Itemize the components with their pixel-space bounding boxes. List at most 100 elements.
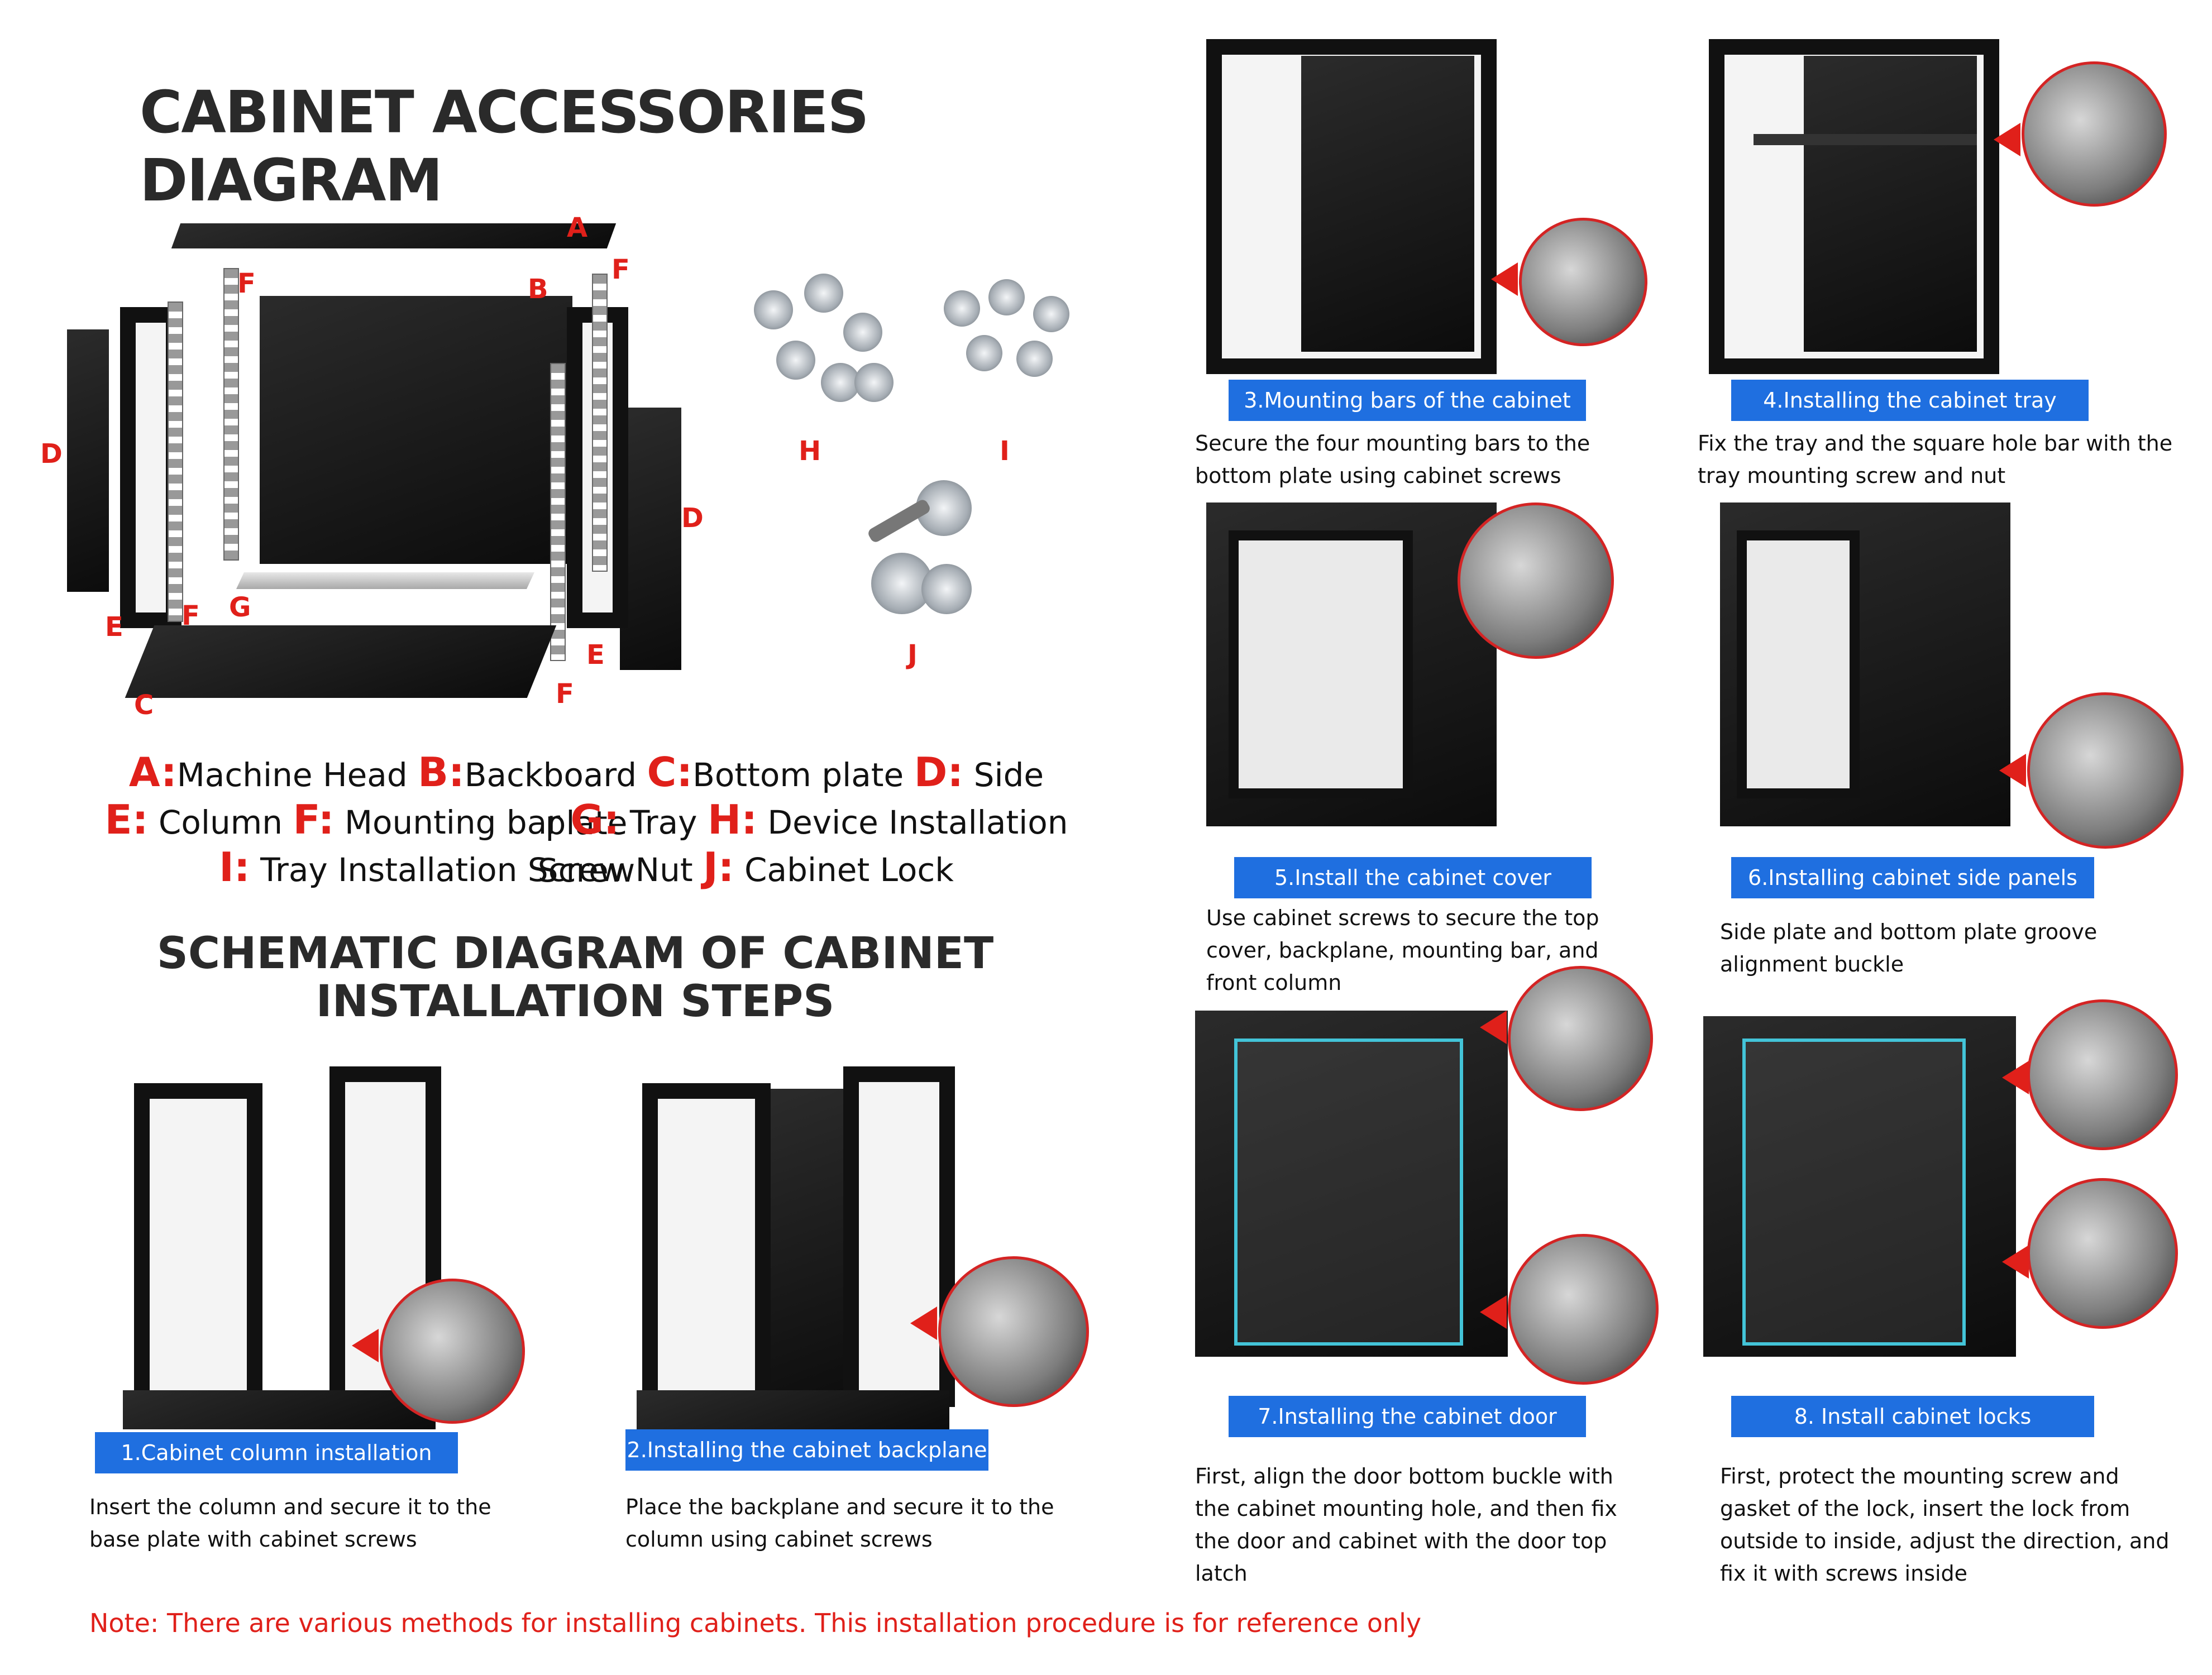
step-8-pointer-icon-top — [2002, 1061, 2029, 1094]
step-7-detail-circle-bottom — [1508, 1234, 1659, 1385]
step-8-label: 8. Install cabinet locks — [1731, 1396, 2094, 1437]
label-e-right: E — [586, 639, 605, 671]
step-8: 8. Install cabinet locks First, protect … — [1698, 966, 2200, 1591]
schematic-title-line-1: SCHEMATIC DIAGRAM OF CABINET — [156, 929, 994, 979]
step-3-backplane — [1301, 56, 1474, 352]
step-4: 4.Installing the cabinet tray Fix the tr… — [1698, 17, 2200, 497]
step-1-base — [123, 1390, 436, 1429]
part-mounting-bar-3 — [592, 274, 608, 572]
legend-key: C: — [647, 749, 693, 796]
schematic-title-line-2: INSTALLATION STEPS — [316, 977, 835, 1027]
legend-text: Device Installation Screw — [537, 803, 1068, 889]
step-7-glass-door — [1234, 1038, 1463, 1346]
label-d-left: D — [40, 438, 63, 470]
step-6-detail-circle — [2027, 692, 2184, 849]
part-side-plate-right — [620, 408, 681, 670]
step-8-detail-circle-top — [2027, 999, 2178, 1150]
lock-j — [854, 469, 1000, 636]
legend-text: Side plate — [545, 756, 1044, 842]
nuts-i — [927, 268, 1095, 402]
step-2-detail-circle — [938, 1256, 1089, 1407]
step-7-detail-circle-top — [1508, 966, 1653, 1111]
parts-legend-line-2: E: Column F: Mounting bar G: Tray H: Dev… — [84, 796, 1089, 894]
step-1-desc: Insert the column and secure it to the b… — [89, 1495, 491, 1552]
step-4-label: 4.Installing the cabinet tray — [1731, 380, 2089, 421]
part-mounting-bar-4 — [550, 363, 566, 661]
step-1-label: 1.Cabinet column installation — [95, 1432, 458, 1473]
screws-h — [743, 268, 905, 413]
step-6-desc: Side plate and bottom plate groove align… — [1720, 920, 2098, 977]
step-2: 2.Installing the cabinet backplane Place… — [620, 1066, 1100, 1569]
step-3-detail-circle — [1519, 218, 1647, 346]
legend-text: Mounting bar — [334, 803, 571, 841]
step-7-desc: First, align the door bottom buckle with… — [1195, 1464, 1617, 1586]
step-3-pointer-icon — [1491, 262, 1518, 296]
label-f-3: F — [181, 600, 200, 631]
step-8-glass-door — [1742, 1038, 1966, 1346]
step-8-desc: First, protect the mounting screw and ga… — [1720, 1464, 2170, 1586]
step-5-label: 5.Install the cabinet cover — [1234, 857, 1592, 898]
parts-illustration: A B C D D E E F F F F G H I J — [40, 212, 1117, 721]
legend-key: I: — [219, 844, 250, 891]
step-6: 6.Installing cabinet side panels Side pl… — [1698, 491, 2200, 994]
label-h: H — [799, 436, 821, 467]
part-mounting-bar-1 — [168, 302, 183, 622]
label-g: G — [229, 592, 251, 623]
parts-legend-line-3: I: Tray Installation Screw Nut J: Cabine… — [84, 843, 1089, 894]
step-1: 1.Cabinet column installation Insert the… — [89, 1066, 536, 1569]
legend-text: Cabinet Lock — [734, 851, 954, 889]
step-8-detail-circle-bottom — [2027, 1178, 2178, 1329]
legend-text: Column — [148, 803, 293, 841]
legend-text: Machine Head — [176, 756, 418, 794]
part-bottom-plate — [125, 625, 557, 698]
label-f-1: F — [237, 268, 256, 299]
step-3: 3.Mounting bars of the cabinet Secure th… — [1195, 17, 1670, 497]
step-4-pointer-icon — [1994, 123, 2020, 156]
step-3-label: 3.Mounting bars of the cabinet — [1229, 380, 1586, 421]
step-7-cabinet — [1195, 1011, 1508, 1357]
legend-key: H: — [707, 796, 757, 843]
step-2-desc: Place the backplane and secure it to the… — [625, 1495, 1054, 1552]
installation-note: Note: There are various methods for inst… — [89, 1608, 1422, 1638]
label-i: I — [1000, 436, 1010, 467]
step-6-pointer-icon — [1999, 754, 2026, 787]
step-7-pointer-icon-bottom — [1480, 1295, 1507, 1329]
schematic-title: SCHEMATIC DIAGRAM OF CABINET INSTALLATIO… — [145, 930, 1005, 1026]
accessories-title: CABINET ACCESSORIES DIAGRAM — [140, 78, 869, 214]
step-2-pointer-icon — [910, 1306, 937, 1340]
label-b: B — [528, 274, 548, 305]
part-side-plate-left — [67, 329, 109, 592]
step-2-label: 2.Installing the cabinet backplane — [625, 1429, 988, 1471]
legend-key: B: — [418, 749, 465, 796]
step-7: 7.Installing the cabinet door First, ali… — [1195, 966, 1670, 1591]
legend-text: Bottom plate — [692, 756, 914, 794]
part-mounting-bar-2 — [223, 268, 239, 561]
step-5: 5.Install the cabinet cover Use cabinet … — [1195, 491, 1670, 995]
step-1-pointer-icon — [352, 1329, 379, 1362]
step-5-open-front — [1229, 530, 1413, 798]
step-5-detail-circle — [1458, 502, 1614, 659]
step-8-pointer-icon-bottom — [2002, 1245, 2029, 1279]
part-backboard — [260, 296, 572, 564]
label-d-right: D — [681, 502, 704, 534]
part-tray — [236, 572, 534, 589]
label-a: A — [567, 212, 588, 243]
legend-key: J: — [703, 844, 734, 891]
step-5-desc: Use cabinet screws to secure the top cov… — [1206, 906, 1599, 995]
label-f-4: F — [556, 678, 574, 710]
legend-key: G: — [570, 796, 620, 843]
label-e-left: E — [105, 611, 123, 643]
step-4-tray — [1754, 134, 1977, 145]
legend-key: D: — [914, 749, 964, 796]
step-3-desc: Secure the four mounting bars to the bot… — [1195, 431, 1590, 488]
legend-key: A: — [128, 749, 177, 796]
step-7-label: 7.Installing the cabinet door — [1229, 1396, 1586, 1437]
step-6-label: 6.Installing cabinet side panels — [1731, 857, 2094, 898]
part-machine-head — [171, 223, 617, 248]
step-2-base — [637, 1390, 949, 1429]
legend-key: E: — [104, 796, 149, 843]
legend-text: Tray — [619, 803, 708, 841]
parts-legend-line-1: A:Machine Head B:Backboard C:Bottom plat… — [84, 748, 1089, 847]
step-1-frame-left — [134, 1083, 262, 1424]
step-2-frame-left — [642, 1083, 771, 1424]
